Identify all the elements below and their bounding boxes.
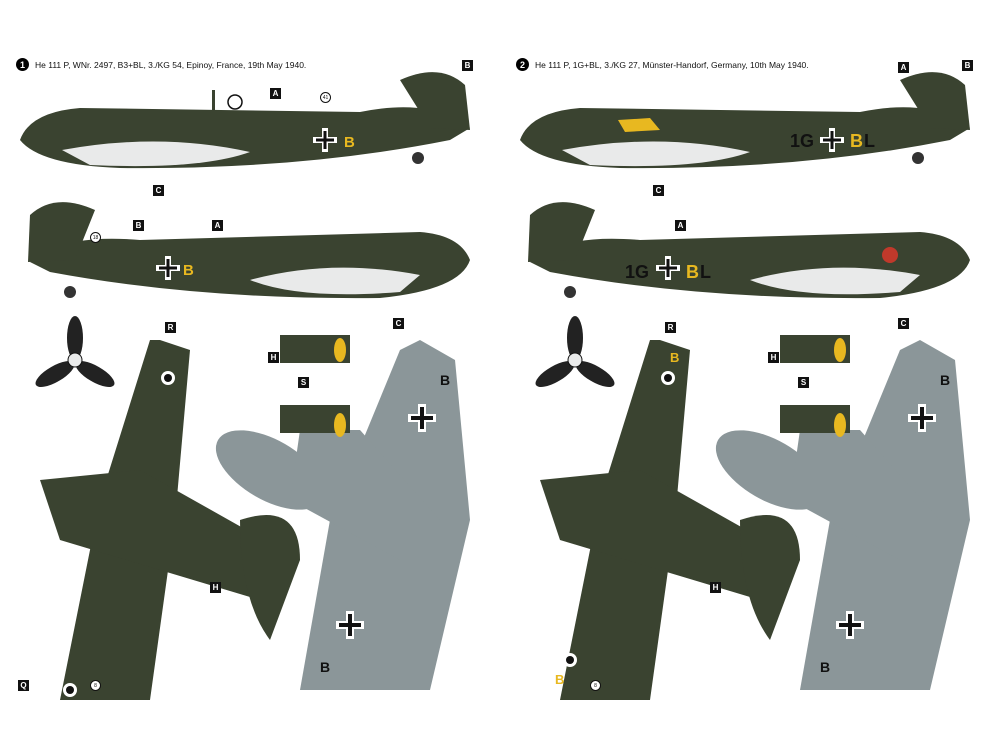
callout-A: A xyxy=(212,220,223,231)
svg-text:B: B xyxy=(320,659,330,675)
plan-view-top xyxy=(40,340,325,700)
svg-text:1G: 1G xyxy=(625,262,649,282)
callout-H: H xyxy=(710,582,721,593)
callout-C: C xyxy=(393,318,404,329)
profile-caption: 2 He 111 P, 1G+BL, 3./KG 27, Münster-Han… xyxy=(516,58,809,71)
callout-number: 8 xyxy=(590,680,601,691)
profile-panel-1: 1 He 111 P, WNr. 2497, B3+BL, 3./KG 54, … xyxy=(16,58,473,700)
plan-view-bottom: B B xyxy=(290,340,470,690)
callout-A: A xyxy=(270,88,281,99)
svg-text:B: B xyxy=(440,372,450,388)
aircraft-artwork: B B xyxy=(20,72,470,700)
callout-R: R xyxy=(165,322,176,333)
svg-text:L: L xyxy=(864,131,875,151)
profile-title: He 111 P, 1G+BL, 3./KG 27, Münster-Hando… xyxy=(535,59,809,70)
profile-number: 2 xyxy=(516,58,529,71)
svg-text:B: B xyxy=(183,262,194,279)
svg-text:L: L xyxy=(700,262,711,282)
callout-number: 8 xyxy=(90,680,101,691)
callout-number: 41 xyxy=(320,92,331,103)
callout-A: A xyxy=(675,220,686,231)
profile-caption: 1 He 111 P, WNr. 2497, B3+BL, 3./KG 54, … xyxy=(16,58,306,71)
profile-panel-2: 2 He 111 P, 1G+BL, 3./KG 27, Münster-Han… xyxy=(500,0,1000,750)
svg-text:B: B xyxy=(686,262,699,282)
callout-C: C xyxy=(653,185,664,196)
callout-S: S xyxy=(298,377,309,388)
callout-Q: Q xyxy=(18,680,29,691)
callout-H: H xyxy=(210,582,221,593)
fuselage-code: B xyxy=(344,134,355,151)
aircraft-artwork: 1G B L 1G B L B xyxy=(520,72,970,700)
callout-A: A xyxy=(898,62,909,73)
callout-H: H xyxy=(268,352,279,363)
callout-R: R xyxy=(665,322,676,333)
side-view-bottom: B xyxy=(28,202,470,299)
svg-text:B: B xyxy=(670,350,679,365)
callout-number: 18 xyxy=(90,232,101,243)
propeller-view xyxy=(35,316,115,387)
svg-text:B: B xyxy=(555,672,564,687)
profile-number: 1 xyxy=(16,58,29,71)
detail-insets xyxy=(280,335,350,437)
svg-text:1G: 1G xyxy=(790,131,814,151)
svg-text:B: B xyxy=(850,131,863,151)
callout-B: B xyxy=(462,60,473,71)
svg-text:B: B xyxy=(940,372,950,388)
svg-text:B: B xyxy=(820,659,830,675)
side-view-top: B xyxy=(20,72,470,169)
callout-H: H xyxy=(768,352,779,363)
callout-B: B xyxy=(133,220,144,231)
callout-C: C xyxy=(898,318,909,329)
profile-title: He 111 P, WNr. 2497, B3+BL, 3./KG 54, Ep… xyxy=(35,59,307,70)
callout-S: S xyxy=(798,377,809,388)
callout-C: C xyxy=(153,185,164,196)
callout-B: B xyxy=(962,60,973,71)
